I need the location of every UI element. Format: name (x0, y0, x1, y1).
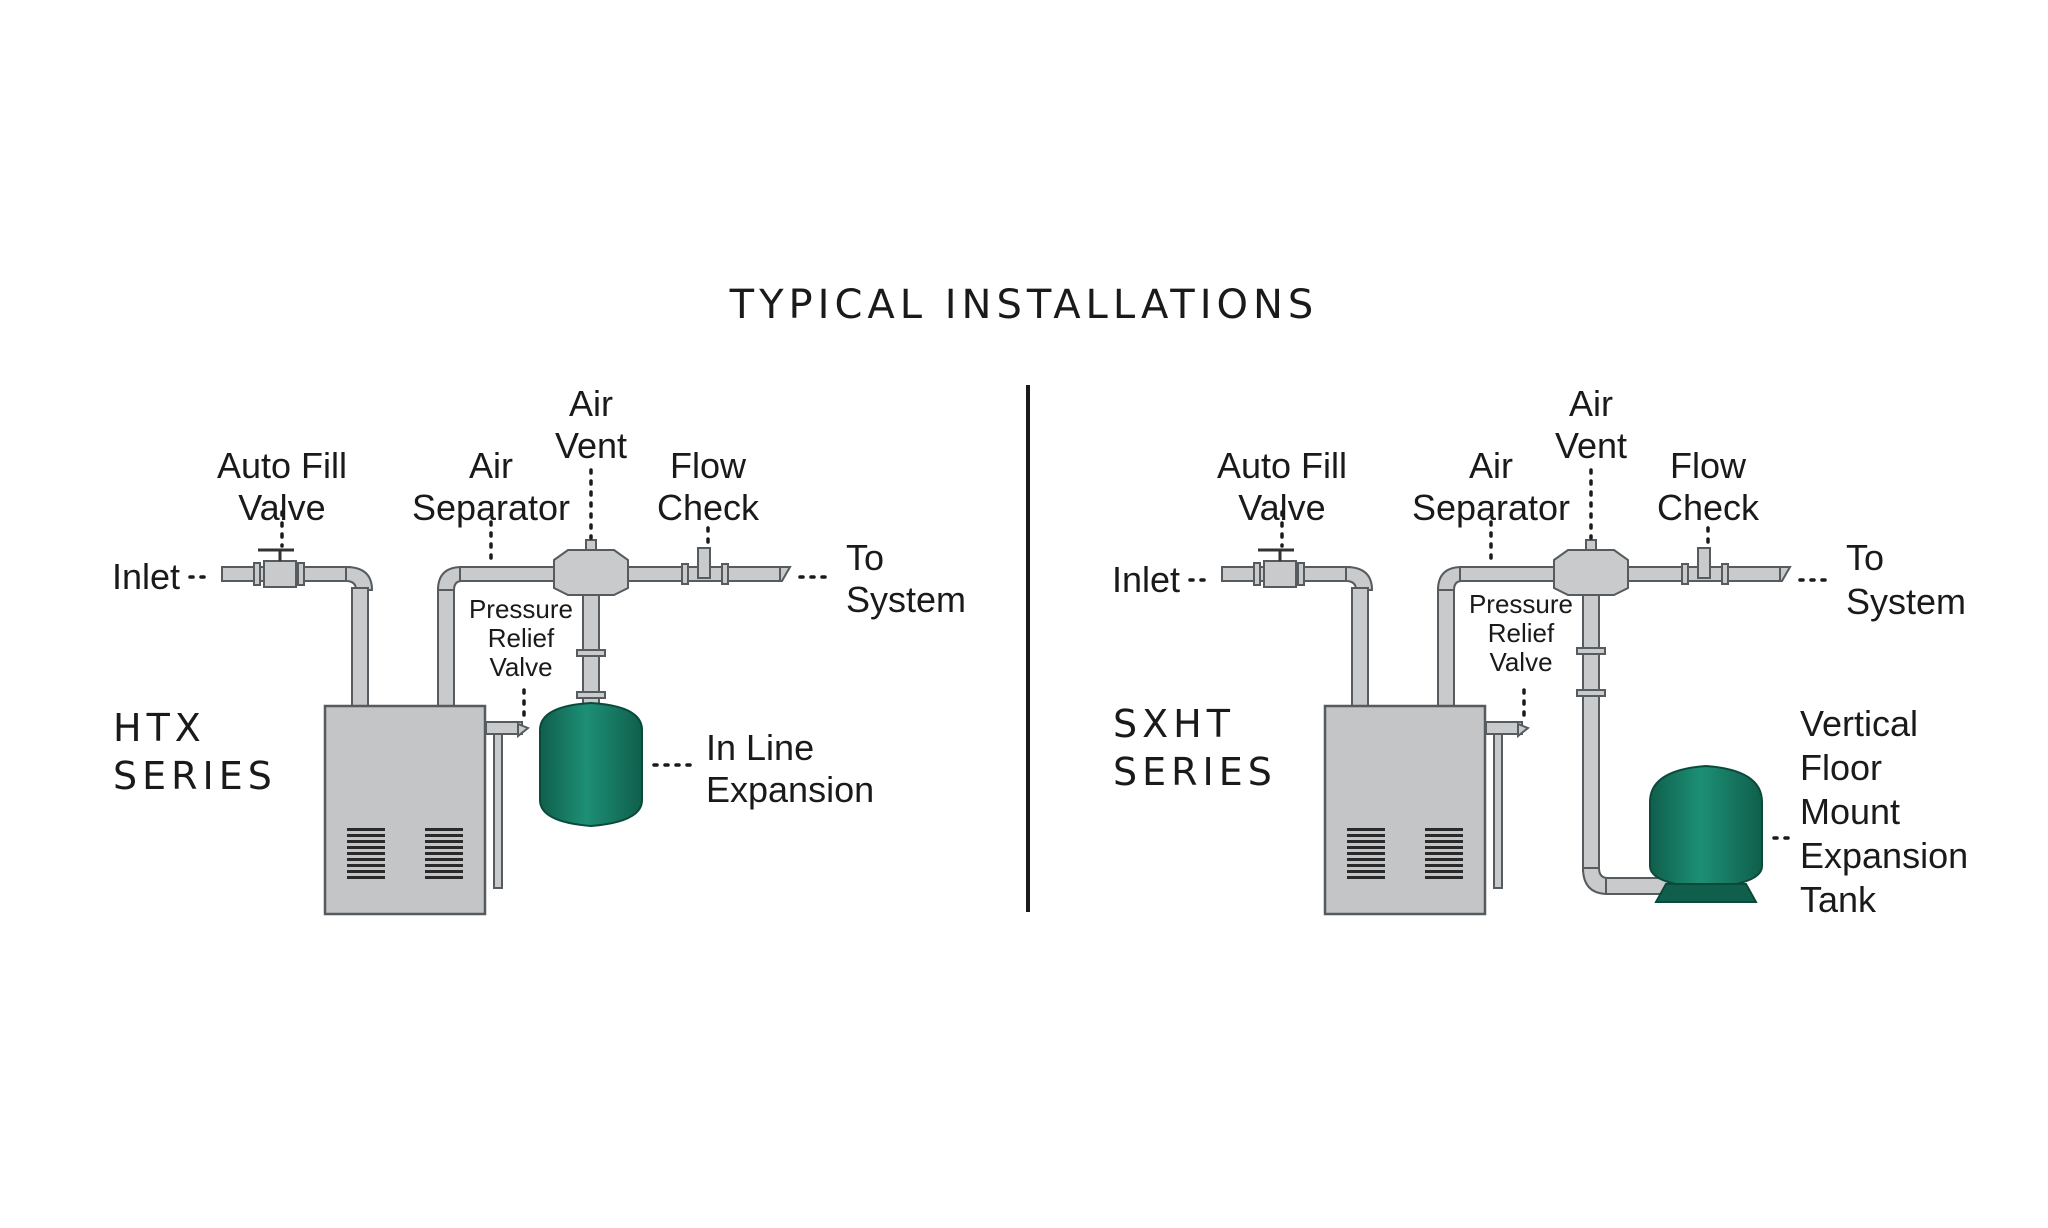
label-to-system-line1: To (846, 537, 884, 578)
tank-floor-stand (1654, 883, 1758, 903)
series-name-line2: SERIES (113, 754, 277, 798)
inlet-riser (1351, 587, 1369, 707)
inlet-elbow (345, 565, 374, 591)
label-inlet: Inlet (112, 556, 180, 597)
air-separator (1553, 549, 1629, 596)
label-auto-fill-line2: Valve (1238, 487, 1325, 528)
label-pressure-relief-line3: Valve (489, 652, 552, 682)
label-air-vent-line1: Air (1569, 383, 1613, 424)
auto-fill-valve (1253, 548, 1305, 588)
label-tank-line3: Mount (1800, 791, 1900, 832)
label-air-separator-line2: Separator (1412, 487, 1570, 528)
label-auto-fill-line1: Auto Fill (217, 445, 347, 486)
label-tank-line1: Vertical (1800, 703, 1918, 744)
label-pressure-relief-line2: Relief (1488, 618, 1555, 648)
supply-riser (1437, 587, 1455, 707)
label-auto-fill-line2: Valve (238, 487, 325, 528)
label-to-system-line2: System (846, 579, 966, 620)
tank-feed-pipe (1605, 877, 1669, 895)
series-name-line1: SXHT (1113, 702, 1235, 746)
boiler-vent-grille-right (1425, 826, 1463, 882)
htx-boiler (323, 704, 487, 916)
label-pressure-relief-line3: Valve (1489, 647, 1552, 677)
label-air-separator-line2: Separator (412, 487, 570, 528)
label-air-separator-line1: Air (1469, 445, 1513, 486)
supply-elbow (1436, 565, 1463, 591)
flow-check-valve (1681, 547, 1729, 585)
label-air-vent-line2: Vent (555, 425, 627, 466)
flow-check-valve (681, 547, 729, 585)
sxht-boiler (1323, 704, 1487, 916)
label-air-vent-line1: Air (569, 383, 613, 424)
label-tank-line2: Floor (1800, 747, 1882, 788)
label-flow-check-line1: Flow (670, 445, 747, 486)
page-title: TYPICAL INSTALLATIONS (729, 282, 1319, 328)
air-separator (553, 549, 629, 596)
label-flow-check-line2: Check (1657, 487, 1760, 528)
supply-riser (437, 587, 455, 707)
label-inlet: Inlet (1112, 559, 1180, 600)
auto-fill-valve (253, 548, 305, 588)
label-flow-check-line2: Check (657, 487, 760, 528)
series-name-line1: HTX (113, 706, 206, 750)
relief-discharge-pipe (493, 733, 503, 889)
series-name-line2: SERIES (1113, 750, 1277, 794)
boiler-vent-grille-left (347, 826, 385, 882)
boiler-vent-grille-left (1347, 826, 1385, 882)
inlet-elbow (1345, 565, 1374, 591)
floor-mount-expansion-tank (1649, 764, 1763, 890)
label-tank-line4: Expansion (1800, 835, 1968, 876)
supply-elbow (436, 565, 463, 591)
label-tank-line1: In Line (706, 727, 814, 768)
label-tank-line5: Tank (1800, 879, 1877, 920)
boiler-vent-grille-right (425, 826, 463, 882)
label-flow-check-line1: Flow (1670, 445, 1747, 486)
inlet-riser (351, 587, 369, 707)
label-air-separator-line1: Air (469, 445, 513, 486)
htx-installation: Inlet Auto Fill Valve Air Separator Air … (112, 383, 966, 916)
in-line-expansion-tank (539, 701, 643, 828)
label-to-system-line2: System (1846, 581, 1966, 622)
label-tank-line2: Expansion (706, 769, 874, 810)
air-vent (1585, 539, 1597, 551)
tank-drop-pipe (1582, 594, 1600, 872)
label-pressure-relief-line1: Pressure (1469, 589, 1573, 619)
label-to-system-line1: To (1846, 537, 1884, 578)
label-auto-fill-line1: Auto Fill (1217, 445, 1347, 486)
pressure-relief-valve (1485, 721, 1523, 735)
relief-discharge-pipe (1493, 733, 1503, 889)
label-pressure-relief-line2: Relief (488, 623, 555, 653)
pressure-relief-valve (485, 721, 523, 735)
sxht-installation: Inlet Auto Fill Valve Air Separator Air … (1112, 383, 1968, 920)
air-vent (585, 539, 597, 551)
label-air-vent-line2: Vent (1555, 425, 1627, 466)
label-pressure-relief-line1: Pressure (469, 594, 573, 624)
tank-elbow (1581, 867, 1609, 896)
